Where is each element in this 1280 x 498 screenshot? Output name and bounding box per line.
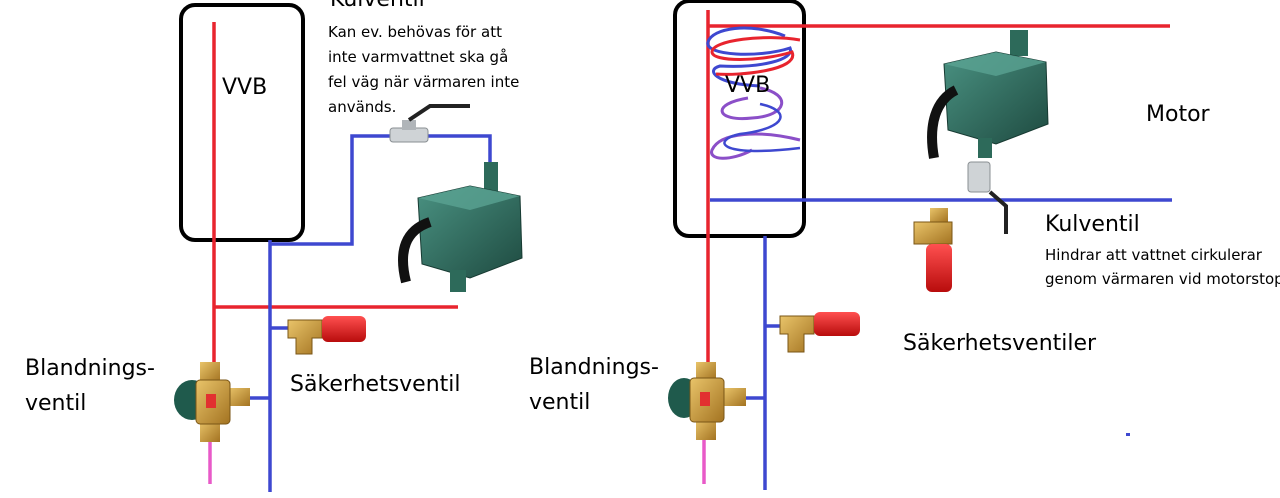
right-heating-coil-blue (723, 102, 801, 153)
right-motor-label: Motor (1146, 102, 1210, 127)
left-mixing-valve-label-2: ventil (25, 391, 87, 416)
right-heating-coil-hot (710, 36, 801, 76)
left-tank-label: VVB (222, 75, 268, 100)
right-safety-valves-label: Säkerhetsventiler (903, 331, 1097, 356)
right-mixing-valve-label-2: ventil (529, 390, 591, 415)
right-mixing-valve-label-1: Blandnings- (529, 355, 659, 380)
left-kulventil-note-3: fel väg när värmaren inte (328, 73, 520, 91)
left-safety-valve-icon (287, 316, 366, 355)
right-cold-pipe (710, 198, 1172, 490)
left-hot-pipe (212, 22, 458, 370)
right-tank-label: VVB (725, 73, 771, 98)
left-ball-valve-icon (389, 104, 470, 143)
left-pump-motor-icon (398, 162, 523, 292)
left-diagram (174, 3, 523, 492)
right-kulventil-note-1: Hindrar att vattnet cirkulerar (1045, 246, 1262, 264)
right-safety-valve-2-icon (779, 312, 860, 353)
right-heating-coil (706, 26, 792, 88)
right-pump-motor-icon (927, 30, 1049, 159)
right-vvb-tank (673, 0, 806, 238)
left-safety-valve-label: Säkerhetsventil (290, 372, 461, 397)
right-mixing-valve-icon (668, 362, 746, 440)
left-cold-pipe (244, 134, 492, 492)
left-kulventil-note-4: används. (328, 98, 397, 116)
right-kulventil-title: Kulventil (1045, 212, 1140, 237)
right-ball-valve-icon (967, 161, 1008, 234)
right-safety-valve-1-icon (913, 208, 953, 292)
left-kulventil-title: Kulventil (330, 0, 425, 14)
left-kulventil-note-1: Kan ev. behövas för att (328, 23, 502, 41)
left-kulventil-note-2: inte varmvattnet ska gå (328, 48, 509, 66)
left-vvb-tank (179, 3, 305, 242)
right-kulventil-note-2: genom värmaren vid motorstopp (1045, 270, 1280, 288)
left-mixing-valve-icon (174, 362, 250, 442)
stray-dot (1126, 433, 1130, 436)
right-diagram (668, 0, 1172, 490)
right-heating-coil-lower (710, 86, 801, 160)
right-hot-pipe (706, 10, 1170, 375)
left-mixing-valve-label-1: Blandnings- (25, 356, 155, 381)
